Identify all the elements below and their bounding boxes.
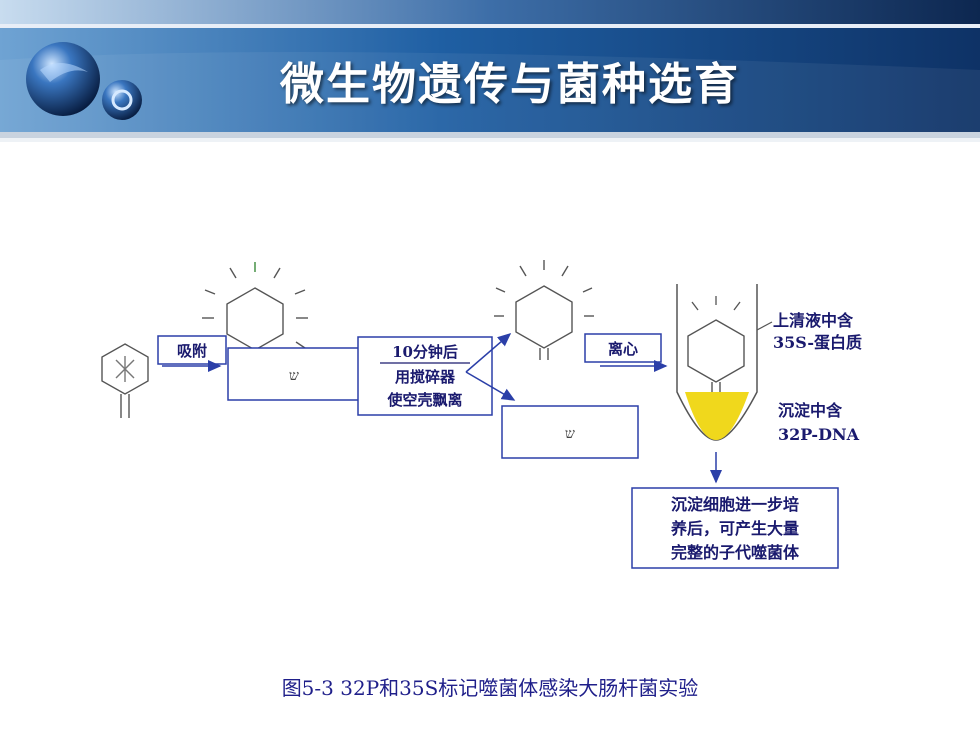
globe-logo-icon: [26, 42, 142, 120]
centrifuge-label: 离心: [608, 340, 638, 358]
centrifuge-box: [584, 333, 662, 363]
result-line2: 养后，可产生大量: [670, 519, 799, 538]
labeled-phage-left: [101, 343, 149, 418]
dna-symbol-2: ש: [565, 426, 575, 442]
result-line1: 沉淀细胞进一步培: [671, 495, 799, 514]
result-box: [631, 487, 839, 569]
dna-symbol-1: ש: [289, 368, 299, 384]
result-line3: 完整的子代噬菌体: [671, 543, 800, 562]
sediment-pellet: [685, 392, 749, 440]
figure-caption: 图5-3 32P和35S标记噬菌体感染大肠杆菌实验: [281, 676, 699, 700]
attached-phage: [202, 262, 308, 364]
split-arrow-up: [465, 333, 512, 373]
centrifuge-tube: [676, 284, 758, 441]
header-graphic: [0, 0, 980, 142]
supernatant-line2: 35S-蛋白质: [773, 333, 862, 352]
supernatant-pointer: [756, 321, 773, 331]
adsorb-box: [157, 335, 227, 365]
split-arrow-down: [465, 371, 516, 401]
sediment-line2: 32P-DNA: [778, 425, 860, 444]
sediment-line1: 沉淀中含: [778, 401, 843, 420]
blend-step-line3: 使空壳飘离: [386, 391, 462, 409]
blend-step-line1: 10分钟后: [392, 343, 458, 361]
header-banner: 微生物遗传与菌种选育: [0, 0, 980, 142]
blend-step-box: [357, 336, 493, 416]
slide-title: 微生物遗传与菌种选育: [280, 59, 740, 110]
blend-step-line2: 用搅碎器: [395, 368, 456, 386]
empty-phage-shell: [494, 260, 594, 360]
bacterium-2: [501, 405, 639, 459]
supernatant-line1: 上清液中含: [773, 311, 854, 330]
adsorb-label: 吸附: [177, 342, 207, 360]
